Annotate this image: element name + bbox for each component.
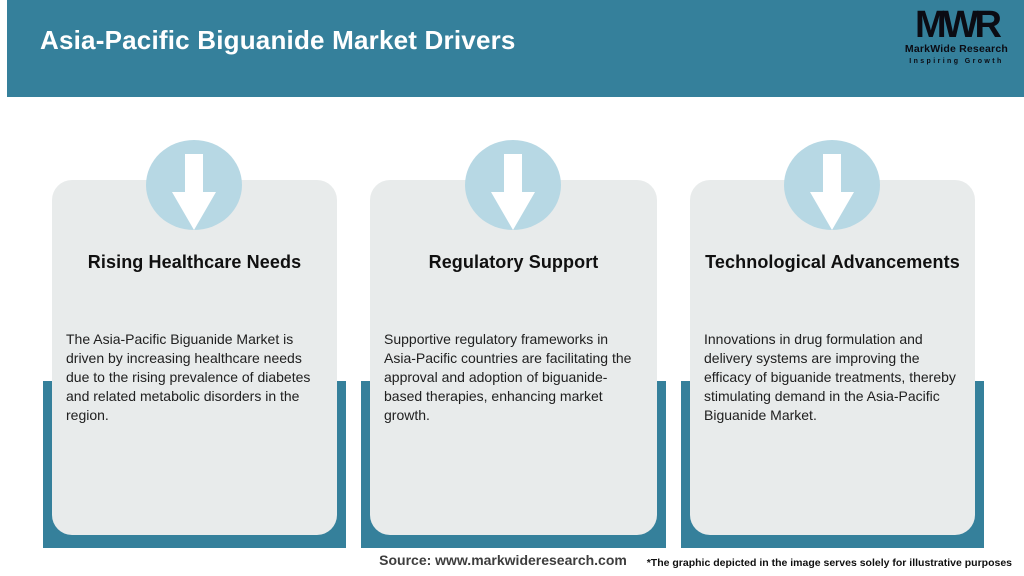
down-arrow-icon: [810, 154, 854, 230]
driver-card-rising-healthcare-needs: Rising Healthcare Needs The Asia-Pacific…: [52, 180, 337, 535]
down-arrow-icon: [491, 154, 535, 230]
card-title: Technological Advancements: [705, 252, 960, 272]
card-body: Innovations in drug formulation and deli…: [704, 331, 956, 423]
down-arrow-badge: [465, 140, 561, 230]
card-body: Supportive regulatory frameworks in Asia…: [384, 331, 632, 423]
disclaimer-text: *The graphic depicted in the image serve…: [646, 557, 1012, 569]
card-title: Rising Healthcare Needs: [87, 252, 302, 272]
driver-card-regulatory-support: Regulatory Support Supportive regulatory…: [370, 180, 657, 535]
down-arrow-icon: [172, 154, 216, 230]
driver-card-technological-advancements: Technological Advancements Innovations i…: [690, 180, 975, 535]
source-text: Source: www.markwideresearch.com: [379, 552, 627, 568]
down-arrow-badge: [784, 140, 880, 230]
logo-acronym-icon: MWR: [914, 4, 1002, 46]
markwide-logo: MWR MarkWide Research Inspiring Growth: [904, 4, 1008, 65]
page-title: Asia-Pacific Biguanide Market Drivers: [40, 25, 516, 55]
logo-tagline: Inspiring Growth: [909, 57, 1004, 65]
card-title: Regulatory Support: [428, 252, 599, 272]
down-arrow-badge: [146, 140, 242, 230]
header-bar: Asia-Pacific Biguanide Market Drivers MW…: [7, 0, 1024, 97]
card-body: The Asia-Pacific Biguanide Market is dri…: [66, 331, 311, 423]
logo-name: MarkWide Research: [904, 43, 1008, 56]
